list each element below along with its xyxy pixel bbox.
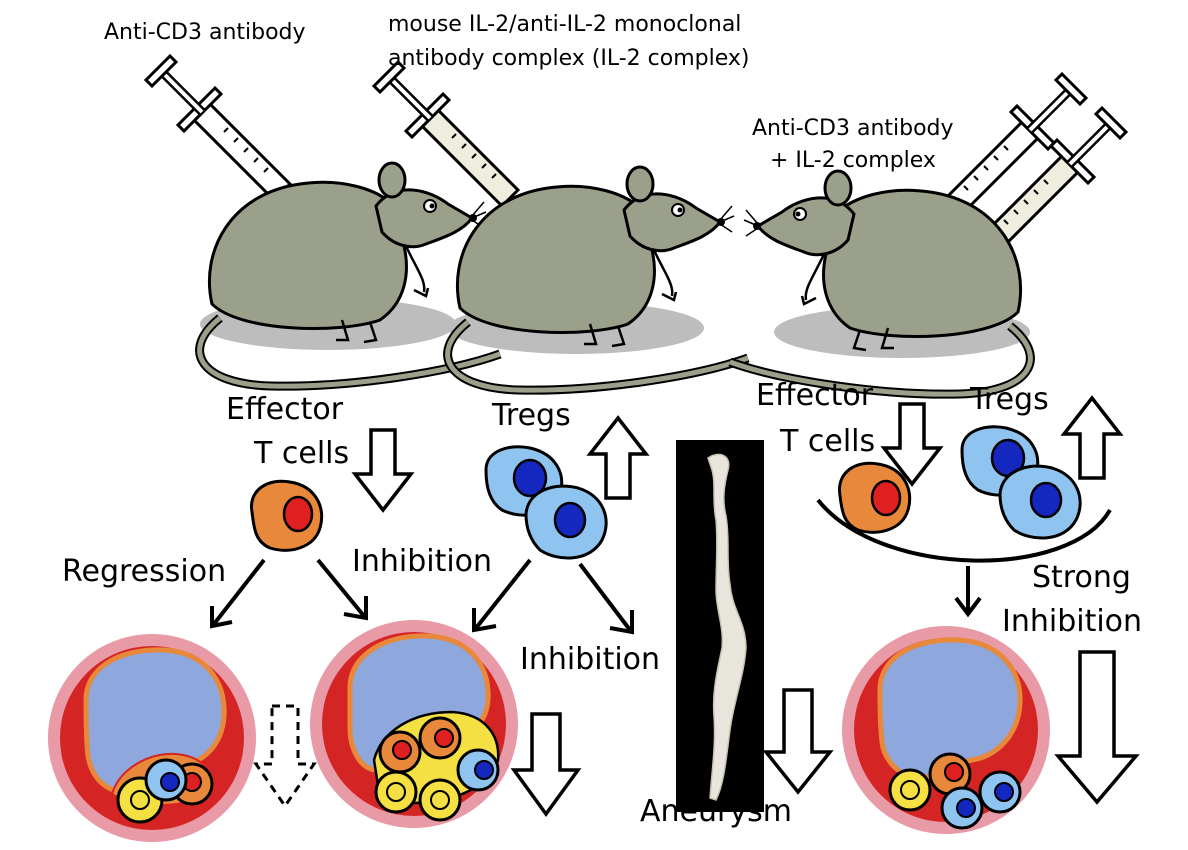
label-regression: Regression — [62, 554, 227, 589]
arrow-strong-decrease — [1054, 650, 1140, 805]
label-tregs-middle: Tregs — [492, 398, 571, 433]
label-effector-right-2: T cells — [780, 424, 876, 459]
label-aneurysm: Aneurysm — [640, 794, 792, 829]
label-anti-cd3: Anti-CD3 antibody — [104, 20, 306, 45]
aorta-aneurysm-photo — [676, 440, 764, 812]
arrow-lesion-decrease-middle — [510, 712, 582, 817]
label-il2-complex-line2: antibody complex (IL-2 complex) — [388, 46, 750, 71]
arrow-effector-decrease-left — [353, 428, 413, 512]
effector-cell-right — [838, 461, 912, 534]
label-combo-line2: + IL-2 complex — [770, 148, 936, 173]
mouse-right — [730, 171, 1030, 394]
label-tregs-right: Tregs — [970, 382, 1049, 417]
arrow-regression-dashed — [253, 704, 317, 809]
label-inhibition-upper: Inhibition — [352, 544, 493, 579]
mouse-left — [200, 163, 500, 386]
vessel-cross-section-left — [48, 634, 256, 842]
vessel-cross-section-right — [842, 626, 1050, 834]
label-combo-line1: Anti-CD3 antibody — [752, 116, 954, 141]
label-il2-complex-line1: mouse IL-2/anti-IL-2 monoclonal — [388, 12, 742, 37]
arrow-tregs-increase-right — [1062, 396, 1122, 480]
label-strong-inhibition: Inhibition — [1002, 604, 1143, 639]
label-effector-right-1: Effector — [756, 378, 874, 413]
combination-bracket — [816, 498, 1112, 563]
label-effector-left-1: Effector — [226, 392, 344, 427]
effector-cell-left — [250, 479, 324, 552]
treg-cells-middle — [484, 445, 608, 560]
arrow-aneurysm-decrease — [762, 688, 834, 795]
label-strong: Strong — [1032, 560, 1131, 595]
treg-cells-right — [960, 425, 1082, 540]
label-effector-left-2: T cells — [254, 436, 350, 471]
vessel-cross-section-middle — [310, 620, 518, 828]
thin-arrows — [210, 558, 982, 635]
arrow-tregs-increase-middle — [588, 416, 648, 500]
label-inhibition-lower: Inhibition — [520, 642, 661, 677]
